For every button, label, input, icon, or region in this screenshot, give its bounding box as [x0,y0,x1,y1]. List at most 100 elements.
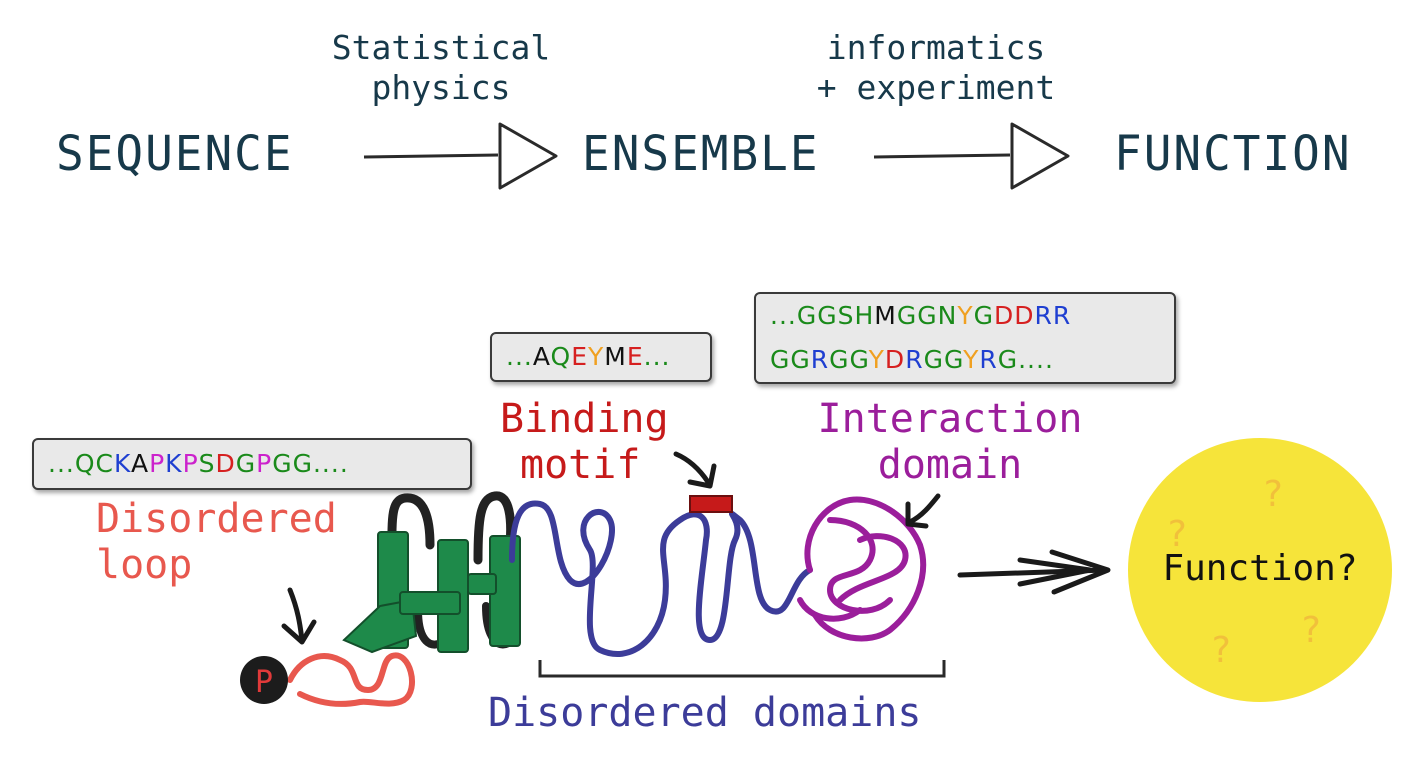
phospho-arrow [281,587,317,645]
question-mark-icon: ? [1210,630,1232,671]
residue: A [532,342,551,371]
flow-note-line: Statistical [331,28,551,67]
disordered-loop-chain [287,652,415,707]
sequence-line: ...AQEYME... [506,335,696,379]
flow-arrow-1 [363,122,558,190]
residue: G [770,345,791,374]
sequence-line: GGRGGYDRGGYRG.... [770,338,1160,382]
residue: ... [48,449,75,478]
residue: ... [770,301,797,330]
label-disordered-loop: Disordered loop [96,496,337,588]
sequence-box-loop: ...QCKAPKPSDGPGG.... [32,438,472,490]
residue: A [130,449,150,478]
function-arrow [957,549,1111,595]
residue: Y [963,345,980,374]
residue: R [810,345,830,374]
helix-bar [399,591,461,615]
label-disordered-domains: Disordered domains [488,690,922,736]
interaction-arrow [905,493,941,529]
arrow-shaft [363,153,499,159]
residue: K [165,449,183,478]
residue: .... [1018,345,1054,374]
residue: D [884,345,906,374]
residue: D [1014,301,1035,330]
arrow-head [498,122,558,190]
label-line: domain [877,442,1023,488]
residue: G [817,301,838,330]
phospho-label: P [255,665,273,700]
residue: G [272,449,293,478]
residue: P [149,449,166,478]
residue: E [626,342,644,371]
phosphorylation-site [240,656,288,704]
residue: M [874,301,897,330]
residue: G [829,345,850,374]
residue: S [837,301,855,330]
label-line: Disordered [96,496,337,542]
label-interaction-domain: Interaction domain [800,396,1100,488]
residue: Y [588,342,605,371]
residue: D [993,301,1015,330]
helix-bar [467,573,497,595]
sequence-line: ...QCKAPKPSDGPGG.... [48,442,456,486]
flow-note-line: informatics [826,28,1046,67]
flow-sequence: SEQUENCE [56,124,294,182]
residue: P [256,449,273,478]
residue: G [292,449,313,478]
arrow-shaft [873,153,1011,159]
domains-bracket [538,660,946,678]
question-mark-icon: ? [1166,514,1188,555]
question-mark-icon: ? [1300,610,1322,651]
flow-note-line: physics [371,68,511,107]
question-mark-icon: ? [1262,474,1284,515]
residue: C [95,449,114,478]
label-line: Binding [500,396,669,442]
interaction-domain-tangle [797,496,927,642]
label-line: loop [96,542,193,588]
residue: G [943,345,964,374]
residue: K [114,449,131,478]
residue: R [979,345,998,374]
function-circle [1128,438,1392,702]
residue: Y [957,301,974,330]
residue: G [235,449,257,478]
flow-note-statistical-physics: Statistical physics [326,28,556,108]
residue: .... [312,449,349,478]
residue: G [923,345,944,374]
residue: N [937,301,958,330]
label-line: Interaction [817,396,1083,442]
residue: E [571,342,588,371]
residue: G [849,345,869,374]
binding-motif-block [689,495,733,513]
flow-note-informatics-experiment: informatics + experiment [786,28,1086,108]
residue: G [997,345,1019,374]
sequence-line: ...GGSHMGGNYGDDRR [770,294,1160,338]
residue: ... [506,342,533,371]
residue: Q [550,342,572,371]
residue: R [1052,301,1072,330]
label-line: motif [520,442,641,488]
disordered-domain-chain [509,500,813,657]
residue: Y [868,345,885,374]
residue: G [896,301,918,330]
label-binding-motif: Binding motif [500,396,700,488]
residue: G [917,301,938,330]
residue: P [182,449,199,478]
label-function: Function? [1162,548,1358,589]
residue: G [796,301,818,330]
residue: H [854,301,875,330]
pointer-arrows [281,451,1111,645]
motif-arrow [673,451,717,489]
flow-note-line: + experiment [816,68,1056,107]
flow-function: FUNCTION [1114,124,1352,182]
residue: G [790,345,811,374]
residue: S [198,449,216,478]
sequence-box-interaction: ...GGSHMGGNYGDDRR GGRGGYDRGGYRG.... [754,292,1176,384]
residue: D [215,449,236,478]
alpha-helices [342,531,521,654]
residue: R [1034,301,1053,330]
residue: R [905,345,924,374]
residue: M [604,342,627,371]
residue: G [973,301,994,330]
